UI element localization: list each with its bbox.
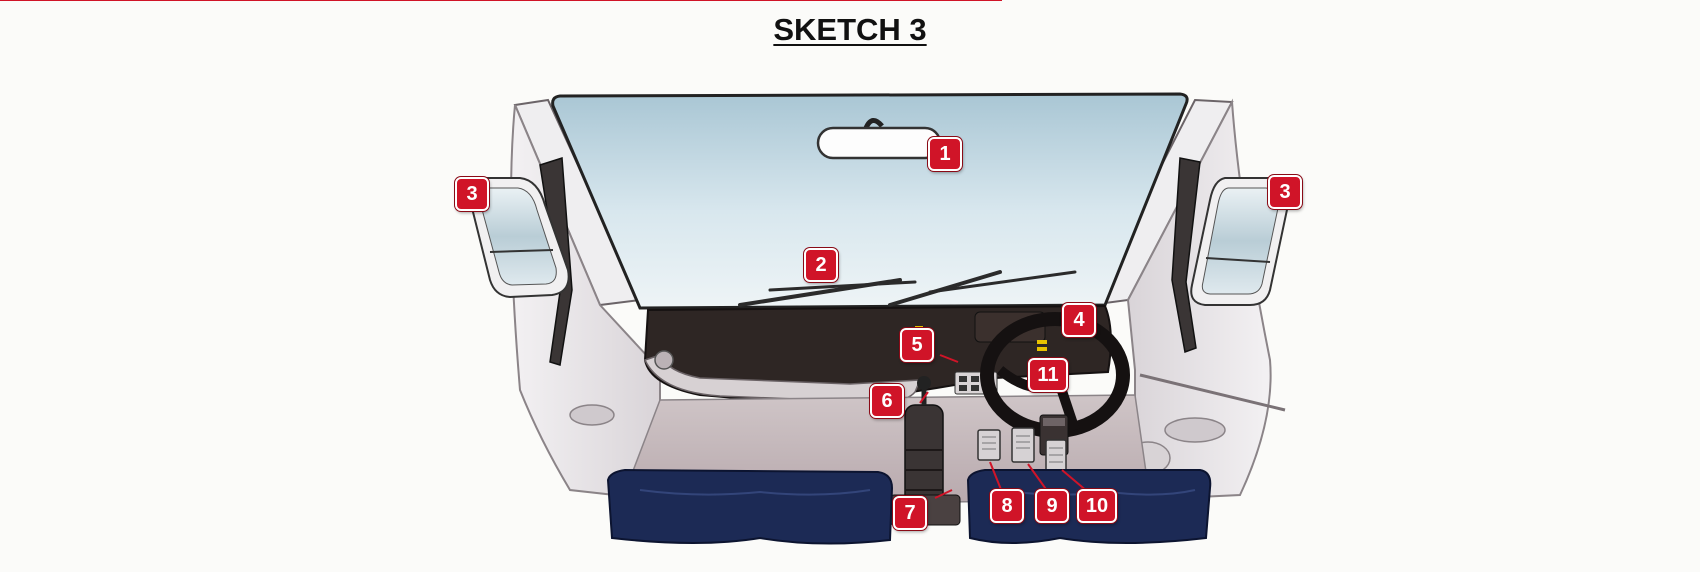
marker-1-rear-view-mirror: 1 [928, 137, 962, 171]
marker-3-left-side-mirror: 3 [455, 177, 489, 211]
marker-8-clutch-pedal: 8 [990, 489, 1024, 523]
rear-view-mirror [818, 128, 940, 158]
marker-3-right-side-mirror: 3 [1268, 175, 1302, 209]
marker-11-switch-panel: 11 [1028, 358, 1068, 392]
marker-5-dashboard: 5 [900, 328, 934, 362]
air-vent-left [655, 351, 673, 369]
left-seat [608, 470, 892, 544]
marker-4-steering-wheel: 4 [1062, 303, 1096, 337]
marker-10-accelerator-pedal: 10 [1077, 489, 1117, 523]
left-door-speaker [570, 405, 614, 425]
marker-9-brake-pedal: 9 [1035, 489, 1069, 523]
right-door-speaker [1165, 418, 1225, 442]
marker-7-gear-base: 7 [893, 496, 927, 530]
marker-2-wipers: 2 [804, 248, 838, 282]
marker-6-gear-knob: 6 [870, 384, 904, 418]
windscreen [553, 94, 1188, 308]
